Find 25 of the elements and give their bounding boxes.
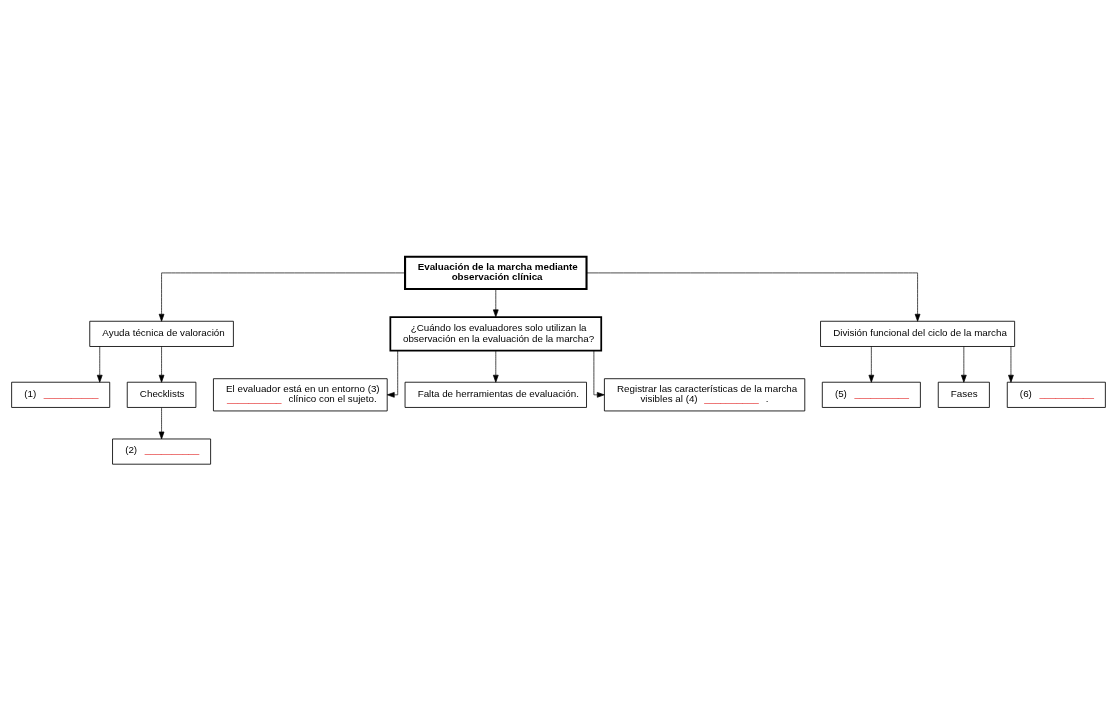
node-box: (2) __________ xyxy=(112,438,212,465)
arrow xyxy=(1008,345,1014,383)
node-box: (1) __________ xyxy=(11,381,111,408)
node-box: Registrar las características de la marcha visibles al (4) __________ . xyxy=(603,377,806,411)
node-box: Fases xyxy=(937,381,990,408)
arrow xyxy=(493,288,499,317)
node-box: Evaluación de la marcha mediante observación clínica xyxy=(404,255,588,290)
arrow xyxy=(961,345,967,383)
arrow xyxy=(586,272,921,322)
node-box: (5) __________ xyxy=(821,381,921,408)
node-box: El evaluador está en un entorno (3) __________ clínico con el sujeto. xyxy=(213,377,388,411)
arrow xyxy=(386,350,399,398)
node-box: Falta de herramientas de evaluación. xyxy=(404,381,587,408)
node-box: Checklists xyxy=(126,381,197,408)
node-box: (6) __________ xyxy=(1006,381,1106,408)
node-box: Ayuda técnica de valoración xyxy=(89,320,234,347)
arrow xyxy=(158,272,406,322)
arrow xyxy=(158,345,165,383)
arrow xyxy=(96,345,103,383)
node-box: ¿Cuándo los evaluadores solo utilizan la observación en la evaluación de la marcha? xyxy=(389,315,603,352)
arrow xyxy=(493,350,499,383)
arrow xyxy=(593,350,605,398)
node-box: División funcional del ciclo de la marcha xyxy=(820,320,1016,347)
arrow xyxy=(158,406,165,439)
arrow xyxy=(868,345,875,383)
